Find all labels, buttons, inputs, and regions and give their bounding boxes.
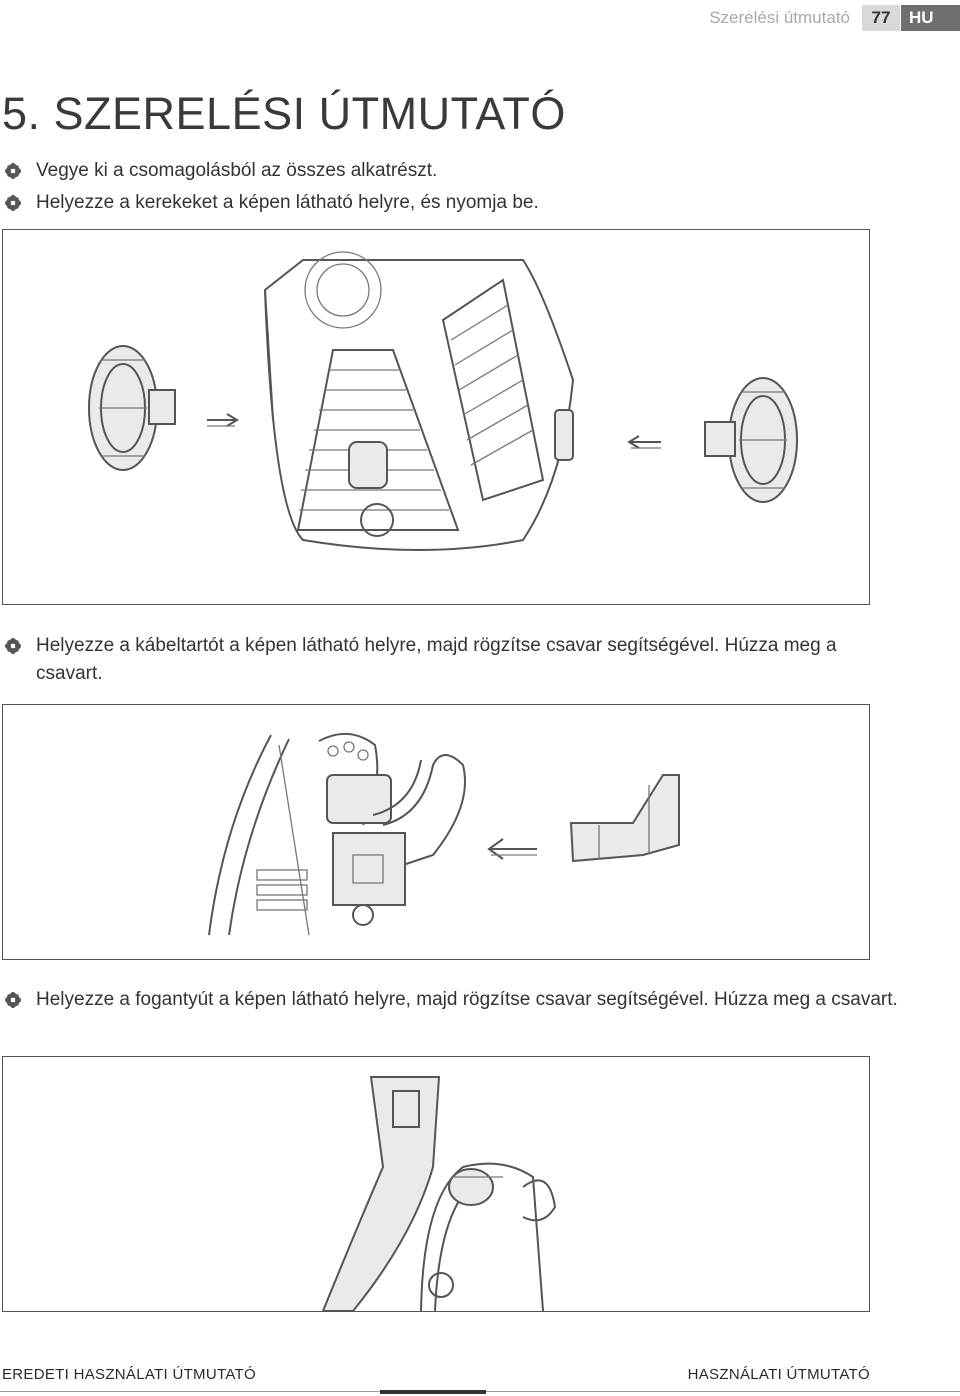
section-title: 5. SZERELÉSI ÚTMUTATÓ xyxy=(2,88,566,139)
left-wheel xyxy=(88,345,176,471)
right-wheel xyxy=(704,377,798,503)
flower-bullet-icon xyxy=(5,163,21,179)
pressure-washer-body xyxy=(263,251,575,551)
footer-left-text: EREDETI HASZNÁLATI ÚTMUTATÓ xyxy=(2,1366,256,1383)
language-badge: HU xyxy=(901,5,960,31)
machine-frame xyxy=(208,733,392,936)
step-item: Helyezze a fogantyút a képen látható hel… xyxy=(4,986,904,1014)
figure-wheel-assembly xyxy=(2,229,870,605)
figure-handle-assembly xyxy=(2,1056,870,1312)
handle-assembly-illustration xyxy=(321,1076,557,1312)
step-text: Helyezze a kábeltartót a képen látható h… xyxy=(36,635,837,684)
flower-bullet-icon xyxy=(5,638,21,654)
step-text: Helyezze a fogantyút a képen látható hel… xyxy=(36,989,898,1010)
arrow-right-icon xyxy=(207,413,239,427)
figure-cable-holder xyxy=(2,704,870,960)
arrow-left-icon xyxy=(627,435,661,449)
machine-top xyxy=(420,1162,557,1312)
step-item: Helyezze a kerekeket a képen látható hel… xyxy=(4,189,539,217)
flower-bullet-icon xyxy=(5,992,21,1008)
cable-holder-illustration xyxy=(208,733,680,936)
cable-holder-bracket xyxy=(332,754,466,926)
footer-right-text: HASZNÁLATI ÚTMUTATÓ xyxy=(687,1366,870,1383)
step-item: Helyezze a kábeltartót a képen látható h… xyxy=(4,632,844,688)
footer-accent-bar xyxy=(380,1390,486,1394)
cable-hook-part xyxy=(569,774,680,863)
wheel-assembly-illustration xyxy=(88,251,798,551)
running-header-title: Szerelési útmutató xyxy=(709,8,850,27)
page-number: 77 xyxy=(862,5,900,31)
flower-bullet-icon xyxy=(5,195,21,211)
handle-part xyxy=(321,1076,441,1312)
step-text: Vegye ki a csomagolásból az összes alkat… xyxy=(36,160,438,181)
step-item: Vegye ki a csomagolásból az összes alkat… xyxy=(4,157,437,185)
step-text: Helyezze a kerekeket a képen látható hel… xyxy=(36,192,539,213)
arrow-left-icon xyxy=(487,838,537,860)
